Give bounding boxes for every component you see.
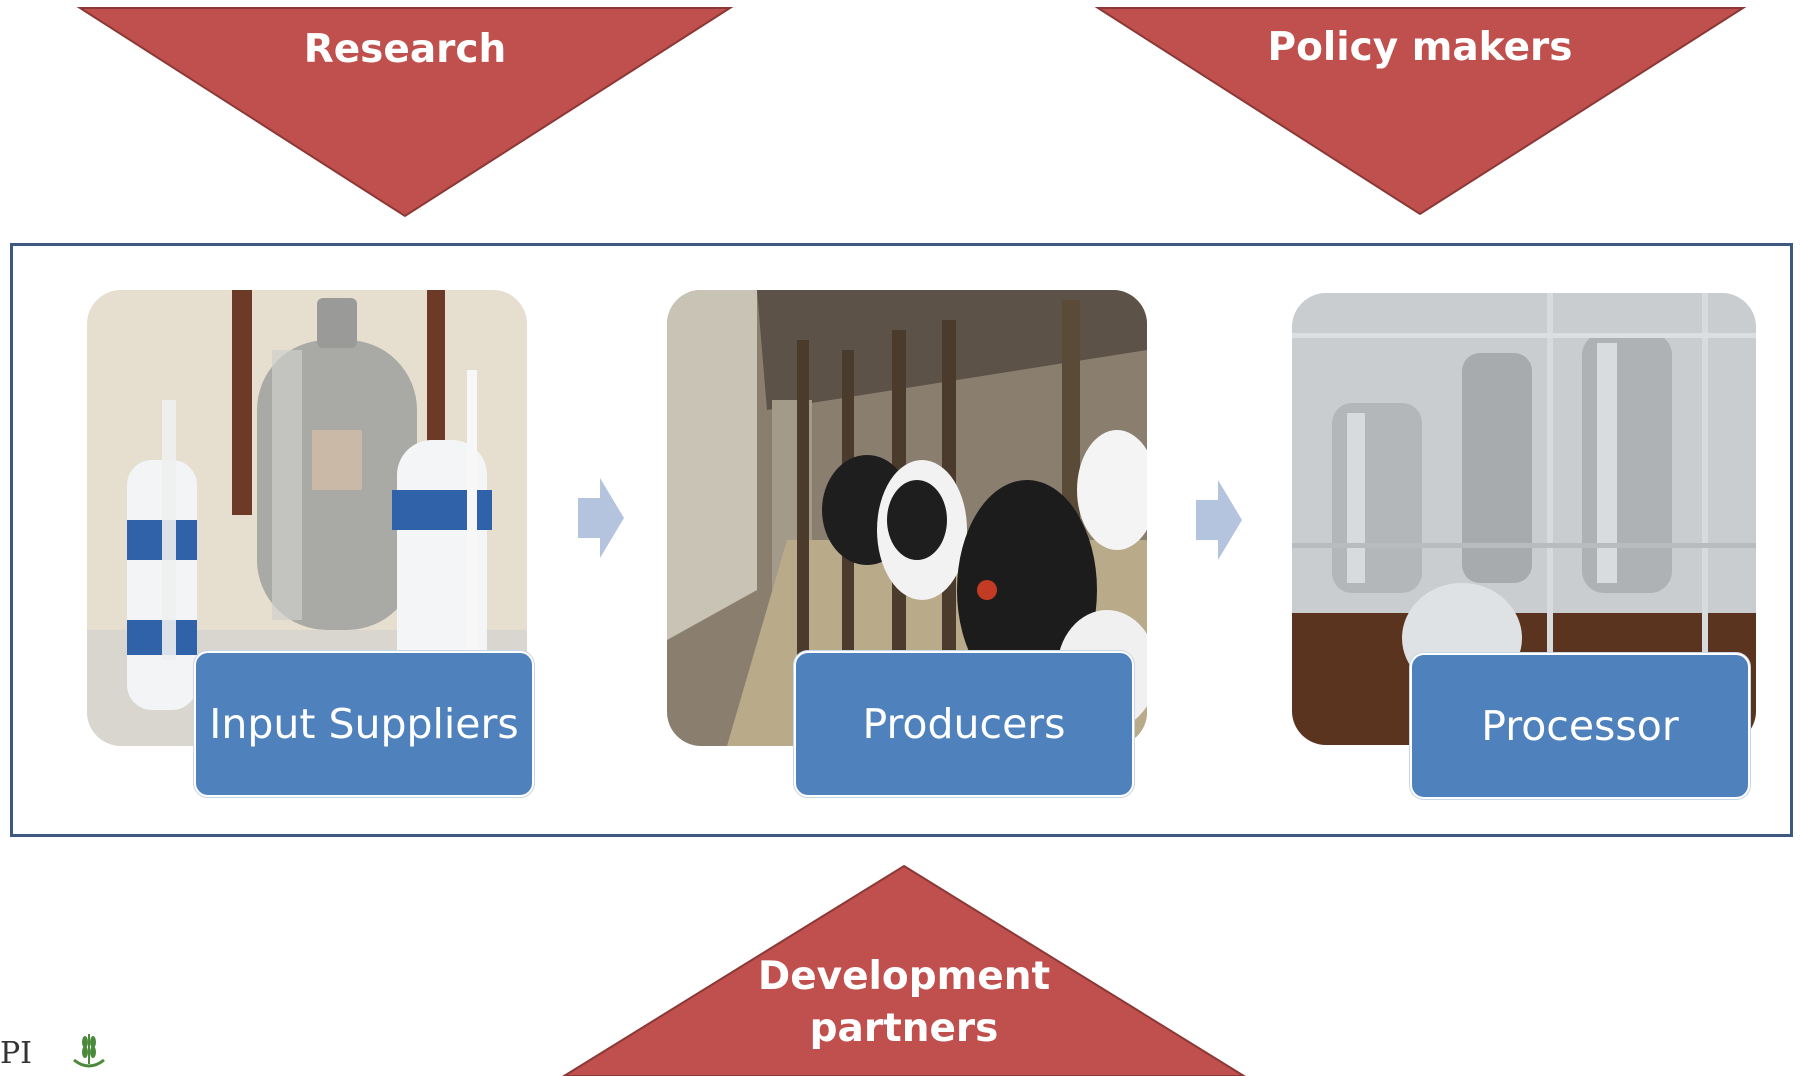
research-label: Research xyxy=(303,27,507,72)
wheat-logo-icon xyxy=(73,1034,105,1068)
development-partners-actor-triangle xyxy=(562,864,1246,1076)
development-partners-label: Development partners xyxy=(757,954,1051,1051)
stage-processor: Processor xyxy=(1410,653,1750,799)
policy-makers-actor-triangle xyxy=(1094,7,1747,216)
flow-arrow-right-icon xyxy=(578,478,624,558)
flow-arrow-right-icon xyxy=(1196,480,1242,560)
org-logo-text: PI xyxy=(0,1036,33,1071)
stage-input-suppliers: Input Suppliers xyxy=(194,651,534,797)
policy-makers-label: Policy makers xyxy=(1267,25,1573,70)
stage-producers: Producers xyxy=(794,651,1134,797)
research-actor-triangle xyxy=(76,7,734,218)
